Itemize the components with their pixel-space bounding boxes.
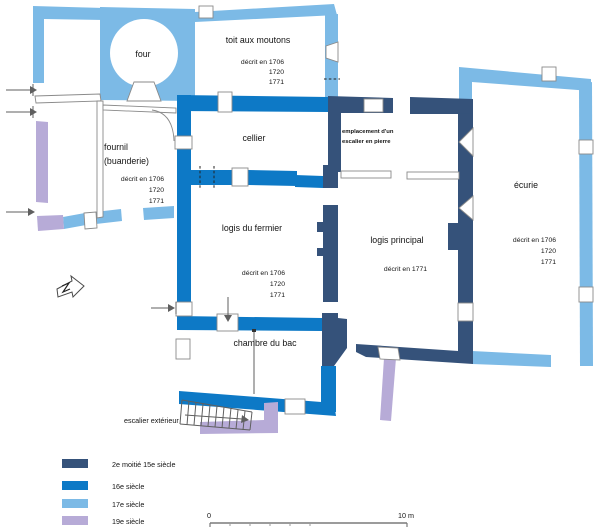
legend-swatch-17e bbox=[62, 499, 88, 508]
decrit-principal-1: décrit en 1771 bbox=[384, 266, 427, 273]
walls-16e-siecle bbox=[177, 95, 336, 416]
label-four: four bbox=[135, 49, 150, 59]
decrit-toit-1: décrit en 1706 bbox=[241, 59, 284, 66]
label-fournil: fournil bbox=[104, 142, 128, 152]
decrit-ecurie-2: 1720 bbox=[541, 248, 556, 255]
door-swing-arc bbox=[151, 109, 175, 142]
legend-label-19e: 19e siècle bbox=[112, 517, 144, 526]
room-labels: four toit aux moutons décrit en 1706 172… bbox=[104, 35, 556, 425]
label-logis-du-fermier: logis du fermier bbox=[222, 223, 282, 233]
legend-label-17e: 17e siècle bbox=[112, 500, 144, 509]
oven-mouth bbox=[126, 81, 162, 102]
legend-label-15e: 2e moitié 15e siècle bbox=[112, 460, 176, 469]
legend-swatch-19e bbox=[62, 516, 88, 525]
north-arrow-icon bbox=[56, 274, 85, 299]
thin-outline-walls bbox=[34, 93, 460, 230]
scale-zero-label: 0 bbox=[207, 511, 211, 520]
scale-bar: 0 10 m bbox=[207, 511, 414, 527]
decrit-fournil-3: 1771 bbox=[149, 198, 164, 205]
entrance-arrows bbox=[6, 84, 232, 322]
label-chambre-du-bac: chambre du bac bbox=[233, 338, 297, 348]
arrow-chambre-door bbox=[224, 297, 232, 322]
arrow-west-3 bbox=[6, 208, 35, 216]
legend: 2e moitié 15e siècle 16e siècle 17e sièc… bbox=[62, 459, 176, 526]
legend-swatch-15e bbox=[62, 459, 88, 468]
decrit-fermier-3: 1771 bbox=[270, 292, 285, 299]
label-fournil-2: (buanderie) bbox=[104, 156, 149, 166]
label-emplacement-1: emplacement d'un bbox=[342, 129, 394, 135]
walls-19e-siecle bbox=[36, 121, 396, 434]
label-toit-aux-moutons: toit aux moutons bbox=[226, 35, 291, 45]
label-emplacement-2: escalier en pierre bbox=[342, 139, 391, 145]
dashed-marks bbox=[199, 78, 340, 189]
scale-end-label: 10 m bbox=[398, 511, 414, 520]
decrit-fournil-2: 1720 bbox=[149, 187, 164, 194]
legend-swatch-16e bbox=[62, 481, 88, 490]
arrow-chambre-west bbox=[151, 302, 177, 314]
section-line bbox=[252, 329, 256, 394]
decrit-fermier-2: 1720 bbox=[270, 281, 285, 288]
exterior-staircase bbox=[179, 399, 253, 431]
decrit-ecurie-1: décrit en 1706 bbox=[513, 237, 556, 244]
legend-label-16e: 16e siècle bbox=[112, 482, 144, 491]
arrow-west-1 bbox=[6, 84, 37, 96]
label-logis-principal: logis principal bbox=[370, 235, 423, 245]
walls-15e-siecle bbox=[317, 96, 473, 366]
decrit-fermier-1: décrit en 1706 bbox=[242, 270, 285, 277]
label-escalier-exterieur: escalier extérieur bbox=[124, 416, 179, 425]
decrit-fournil-1: décrit en 1706 bbox=[121, 176, 164, 183]
decrit-toit-2: 1720 bbox=[269, 69, 284, 76]
arrow-west-2 bbox=[6, 106, 37, 118]
label-ecurie: écurie bbox=[514, 180, 538, 190]
four-oven-circle bbox=[110, 19, 178, 87]
label-cellier: cellier bbox=[243, 133, 266, 143]
decrit-toit-3: 1771 bbox=[269, 79, 284, 86]
decrit-ecurie-3: 1771 bbox=[541, 259, 556, 266]
openings-and-windows bbox=[110, 5, 594, 415]
